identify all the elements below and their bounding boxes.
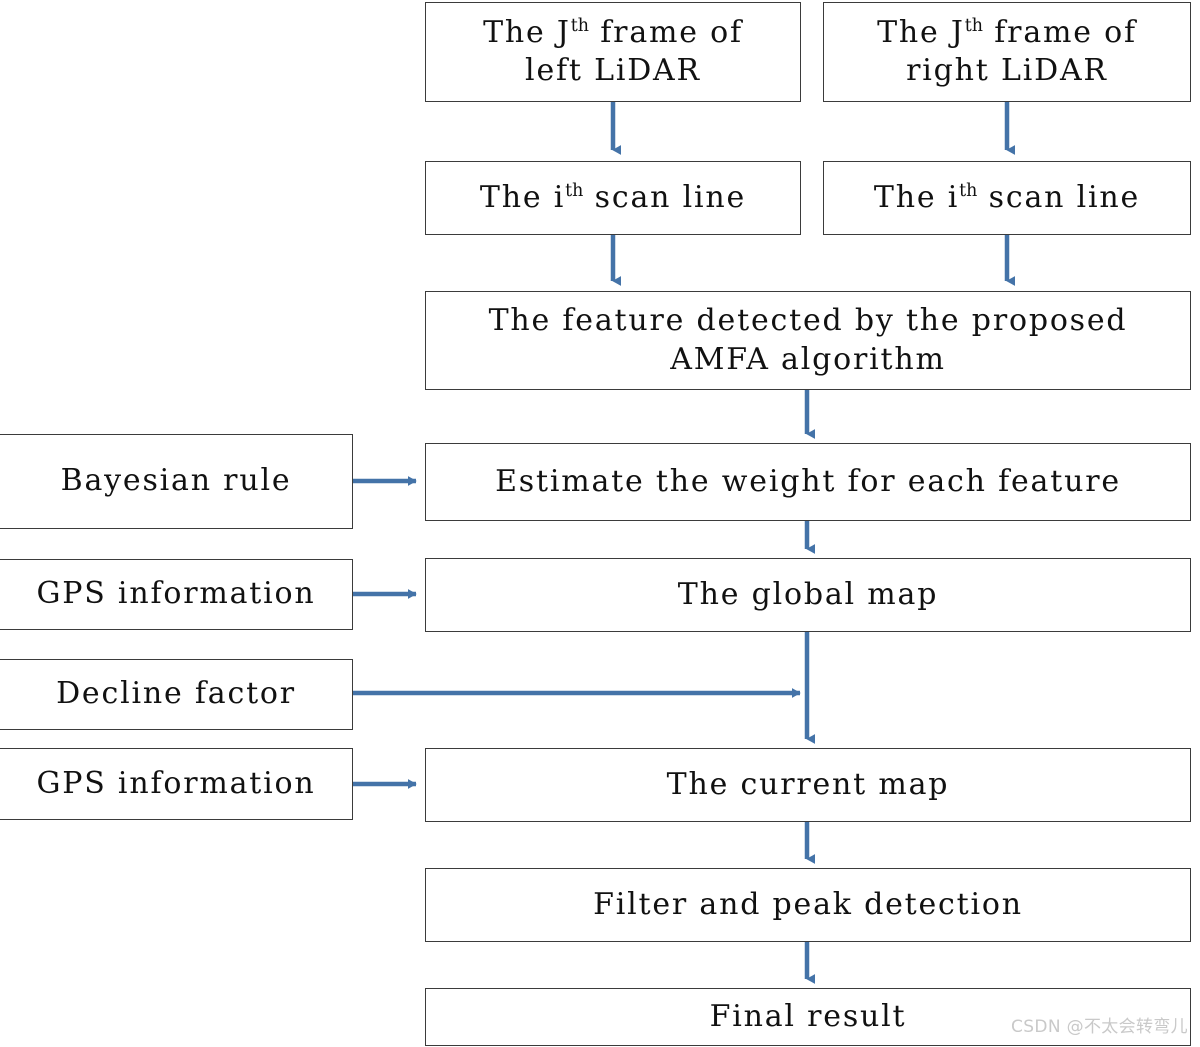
node-estimate-weight[interactable]: Estimate the weight for each feature: [425, 443, 1191, 521]
ordinal-superscript: th: [959, 180, 978, 201]
node-final-result[interactable]: Final result: [425, 988, 1191, 1046]
node-left-scan-line-label: The ith scan line: [479, 179, 747, 215]
node-decline-factor[interactable]: Decline factor: [0, 659, 353, 730]
csdn-watermark: CSDN @不太会转弯儿: [1011, 1017, 1188, 1037]
node-gps-information-1[interactable]: GPS information: [0, 559, 353, 630]
node-bayesian-rule[interactable]: Bayesian rule: [0, 434, 353, 529]
node-gps-information-2[interactable]: GPS information: [0, 748, 353, 820]
ordinal-superscript: th: [565, 180, 584, 201]
ordinal-superscript: th: [570, 15, 589, 36]
node-decline-factor-label: Decline factor: [56, 676, 296, 712]
node-final-result-label: Final result: [709, 998, 907, 1034]
node-gps-information-2-label: GPS information: [36, 765, 316, 801]
node-filter-peak-detection-label: Filter and peak detection: [593, 886, 1023, 922]
ordinal-superscript: th: [964, 15, 983, 36]
node-current-map[interactable]: The current map: [425, 748, 1191, 822]
node-left-scan-line[interactable]: The ith scan line: [425, 161, 801, 235]
node-global-map-label: The global map: [677, 576, 939, 612]
node-gps-information-1-label: GPS information: [36, 576, 316, 612]
node-estimate-weight-label: Estimate the weight for each feature: [495, 463, 1121, 499]
node-filter-peak-detection[interactable]: Filter and peak detection: [425, 868, 1191, 942]
node-current-map-label: The current map: [666, 766, 950, 802]
node-right-scan-line-label: The ith scan line: [873, 179, 1141, 215]
node-bayesian-rule-label: Bayesian rule: [60, 463, 292, 499]
node-global-map[interactable]: The global map: [425, 558, 1191, 632]
node-right-scan-line[interactable]: The ith scan line: [823, 161, 1191, 235]
